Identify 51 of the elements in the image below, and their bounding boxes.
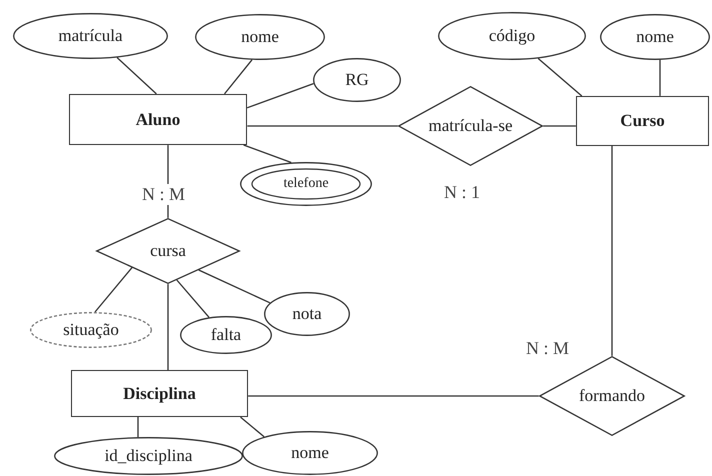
connector-line [167, 284, 169, 370]
connector-line [543, 125, 576, 127]
entity-name: Aluno [136, 110, 180, 130]
connector-line [611, 146, 613, 356]
connector-line [137, 417, 139, 438]
attribute-ellipse [313, 58, 401, 102]
attribute-name: código [488, 26, 536, 46]
attribute-ellipse [600, 14, 710, 60]
relationship-name: formando [578, 386, 646, 406]
attribute-ellipse [13, 13, 168, 59]
attribute-name: nota [292, 304, 322, 324]
attribute-name: situação [63, 320, 119, 340]
entity-box [71, 370, 248, 417]
attribute-name: telefone [283, 176, 329, 192]
attribute-ellipse [438, 12, 586, 60]
connector-line [243, 144, 292, 164]
connector-line [198, 269, 270, 304]
attribute-ellipse [195, 14, 325, 60]
connector-line [94, 267, 132, 312]
relationship-diamond [398, 86, 543, 166]
derived-attribute-ellipse [30, 312, 152, 348]
attribute-ellipse [264, 292, 350, 336]
relationship-diamond [96, 218, 240, 284]
connector-line [538, 58, 582, 96]
attribute-name: RG [345, 70, 369, 90]
entity-name: Disciplina [123, 384, 196, 404]
connector-line [248, 395, 539, 397]
relationship-diamond [539, 356, 685, 436]
attribute-name: matrícula [58, 26, 123, 46]
relationship-name: cursa [150, 241, 186, 261]
connector-line [116, 57, 157, 94]
multivalued-attribute-ellipse [240, 162, 372, 206]
connector-line [659, 60, 661, 96]
entity-name: Curso [620, 111, 665, 131]
attribute-name: nome [241, 27, 279, 47]
attribute-ellipse [54, 437, 243, 475]
connector-line [224, 59, 252, 94]
connector-line [246, 82, 314, 108]
attribute-ellipse [180, 316, 272, 354]
entity-box [69, 94, 247, 145]
connector-line [176, 280, 210, 318]
attribute-name: falta [210, 325, 242, 345]
connector-line [240, 416, 265, 438]
attribute-name: nome [291, 443, 329, 463]
attribute-name: id_disciplina [104, 446, 192, 466]
cardinality-label: N : M [140, 184, 188, 205]
connector-line [247, 125, 398, 127]
entity-box [576, 96, 709, 146]
relationship-name: matrícula-se [428, 116, 512, 136]
attribute-ellipse [242, 431, 378, 475]
attribute-name: nome [636, 27, 674, 47]
